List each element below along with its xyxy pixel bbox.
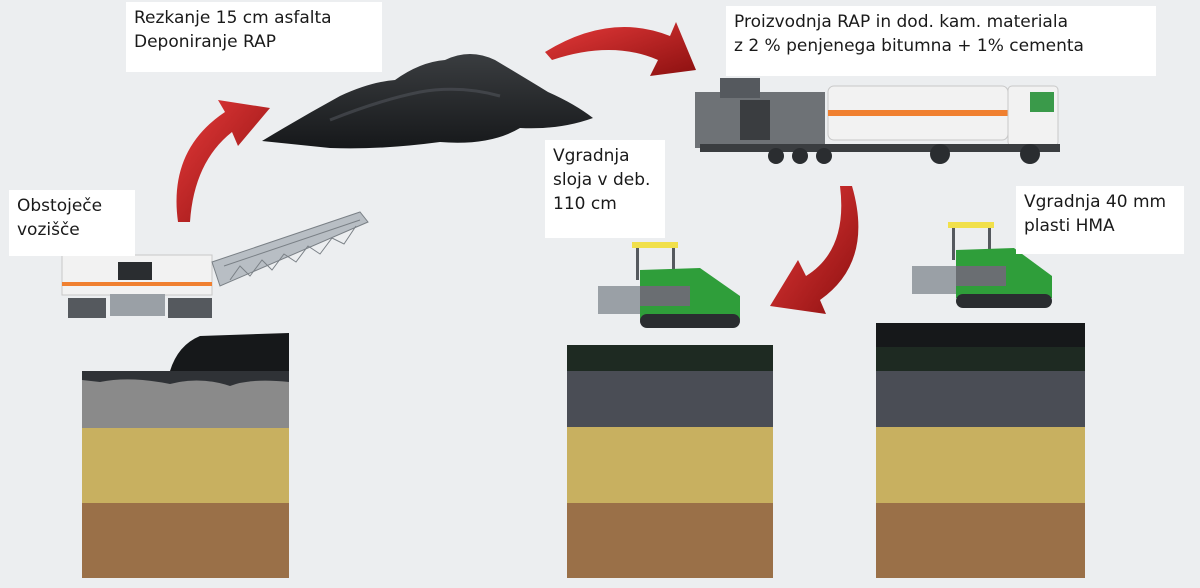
label-base-layer: Vgradnja sloja v deb. 110 cm <box>545 140 665 238</box>
layer-hma <box>876 323 1085 347</box>
label-production: Proizvodnja RAP in dod. kam. materiala z… <box>726 6 1156 76</box>
paver-icon <box>912 222 1052 308</box>
layer-foam-bitumen <box>876 371 1085 427</box>
curved-arrow-icon <box>176 100 270 222</box>
curved-arrow-icon <box>770 186 859 314</box>
layer-sand <box>82 428 289 503</box>
layer-soil <box>82 503 289 578</box>
layer-sand <box>876 427 1085 503</box>
old-asphalt-lower <box>82 371 289 386</box>
rap-pile-icon <box>262 54 593 149</box>
paver-icon <box>598 242 740 328</box>
label-milling: Rezkanje 15 cm asfalta Deponiranje RAP <box>126 2 382 72</box>
label-existing: Obstoječe vozišče <box>9 190 135 256</box>
layer-top-dark <box>567 345 773 371</box>
profile-hma <box>876 323 1085 578</box>
layer-top-dark <box>876 347 1085 371</box>
layer-sand <box>567 427 773 503</box>
layer-soil <box>567 503 773 578</box>
layer-soil <box>876 503 1085 578</box>
mixer-truck-icon <box>695 78 1060 164</box>
milling-machine-icon <box>61 211 369 318</box>
old-asphalt-milled-edge <box>82 333 289 371</box>
profile-base-layer <box>567 345 773 578</box>
curved-arrow-icon <box>545 22 696 76</box>
label-hma: Vgradnja 40 mm plasti HMA <box>1016 186 1184 254</box>
layer-foam-bitumen <box>567 371 773 427</box>
